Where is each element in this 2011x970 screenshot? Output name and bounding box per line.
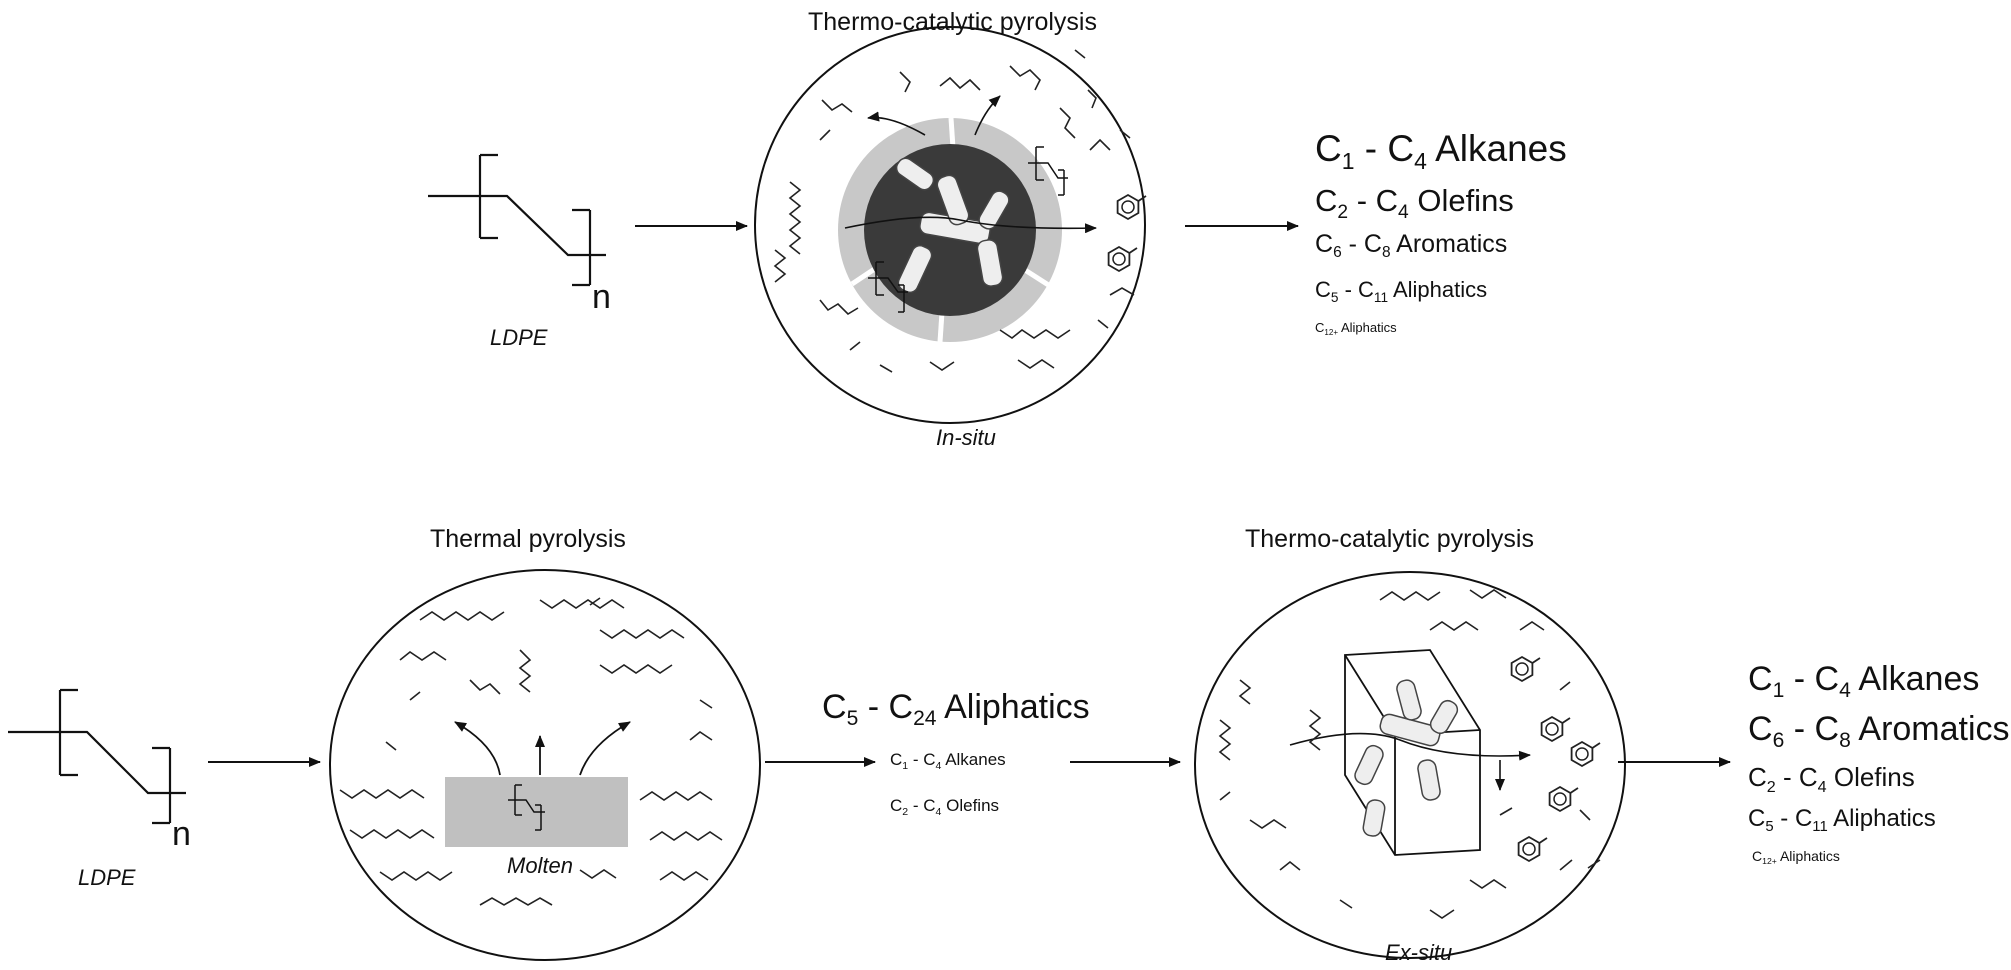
intermediate-3: C2 - C4 Olefins bbox=[890, 796, 1000, 818]
ldpe-structure-top bbox=[428, 153, 606, 287]
zeolite-pores bbox=[895, 157, 1010, 294]
product-top-2: C2 - C4 Olefins bbox=[1315, 183, 1514, 223]
product-top-3: C6 - C8 Aromatics bbox=[1315, 230, 1508, 262]
n-subscript-bottom: n bbox=[172, 815, 191, 853]
hydrocarbon-chains-catalytic bbox=[1218, 589, 1601, 919]
thermal-title: Thermal pyrolysis bbox=[430, 525, 626, 553]
intermediate-2: C1 - C4 Alkanes bbox=[890, 750, 1006, 772]
catalytic-caption: Ex-situ bbox=[1385, 940, 1453, 965]
reactor-title-top: Thermo-catalytic pyrolysis bbox=[808, 8, 1097, 36]
product-bottom-4: C5 - C11 Aliphatics bbox=[1748, 805, 1936, 836]
product-bottom-3: C2 - C4 Olefins bbox=[1748, 762, 1915, 796]
reactor-caption-top: In-situ bbox=[936, 425, 996, 450]
product-bottom-2: C6 - C8 Aromatics bbox=[1748, 710, 2010, 753]
hydrocarbon-chains-thermal bbox=[339, 597, 723, 906]
hydrocarbon-chains-top bbox=[773, 49, 1135, 373]
monomer-label-top: LDPE bbox=[490, 325, 548, 350]
product-bottom-1: C1 - C4 Alkanes bbox=[1748, 660, 1980, 703]
n-subscript-top: n bbox=[592, 278, 611, 316]
intermediate-1: C5 - C24 Aliphatics bbox=[822, 688, 1090, 731]
catalytic-title: Thermo-catalytic pyrolysis bbox=[1245, 525, 1534, 553]
product-bottom-5: C12+ Aliphatics bbox=[1752, 848, 1840, 867]
product-top-4: C5 - C11 Aliphatics bbox=[1315, 277, 1488, 305]
ldpe-structure-bottom bbox=[8, 688, 186, 825]
product-top-5: C12+ Aliphatics bbox=[1315, 320, 1397, 337]
molten-label: Molten bbox=[507, 853, 574, 878]
in-situ-reactor bbox=[754, 26, 1147, 424]
monomer-label-bottom: LDPE bbox=[78, 865, 136, 890]
ex-situ-reactor bbox=[1194, 571, 1626, 959]
product-top-1: C1 - C4 Alkanes bbox=[1315, 128, 1567, 175]
